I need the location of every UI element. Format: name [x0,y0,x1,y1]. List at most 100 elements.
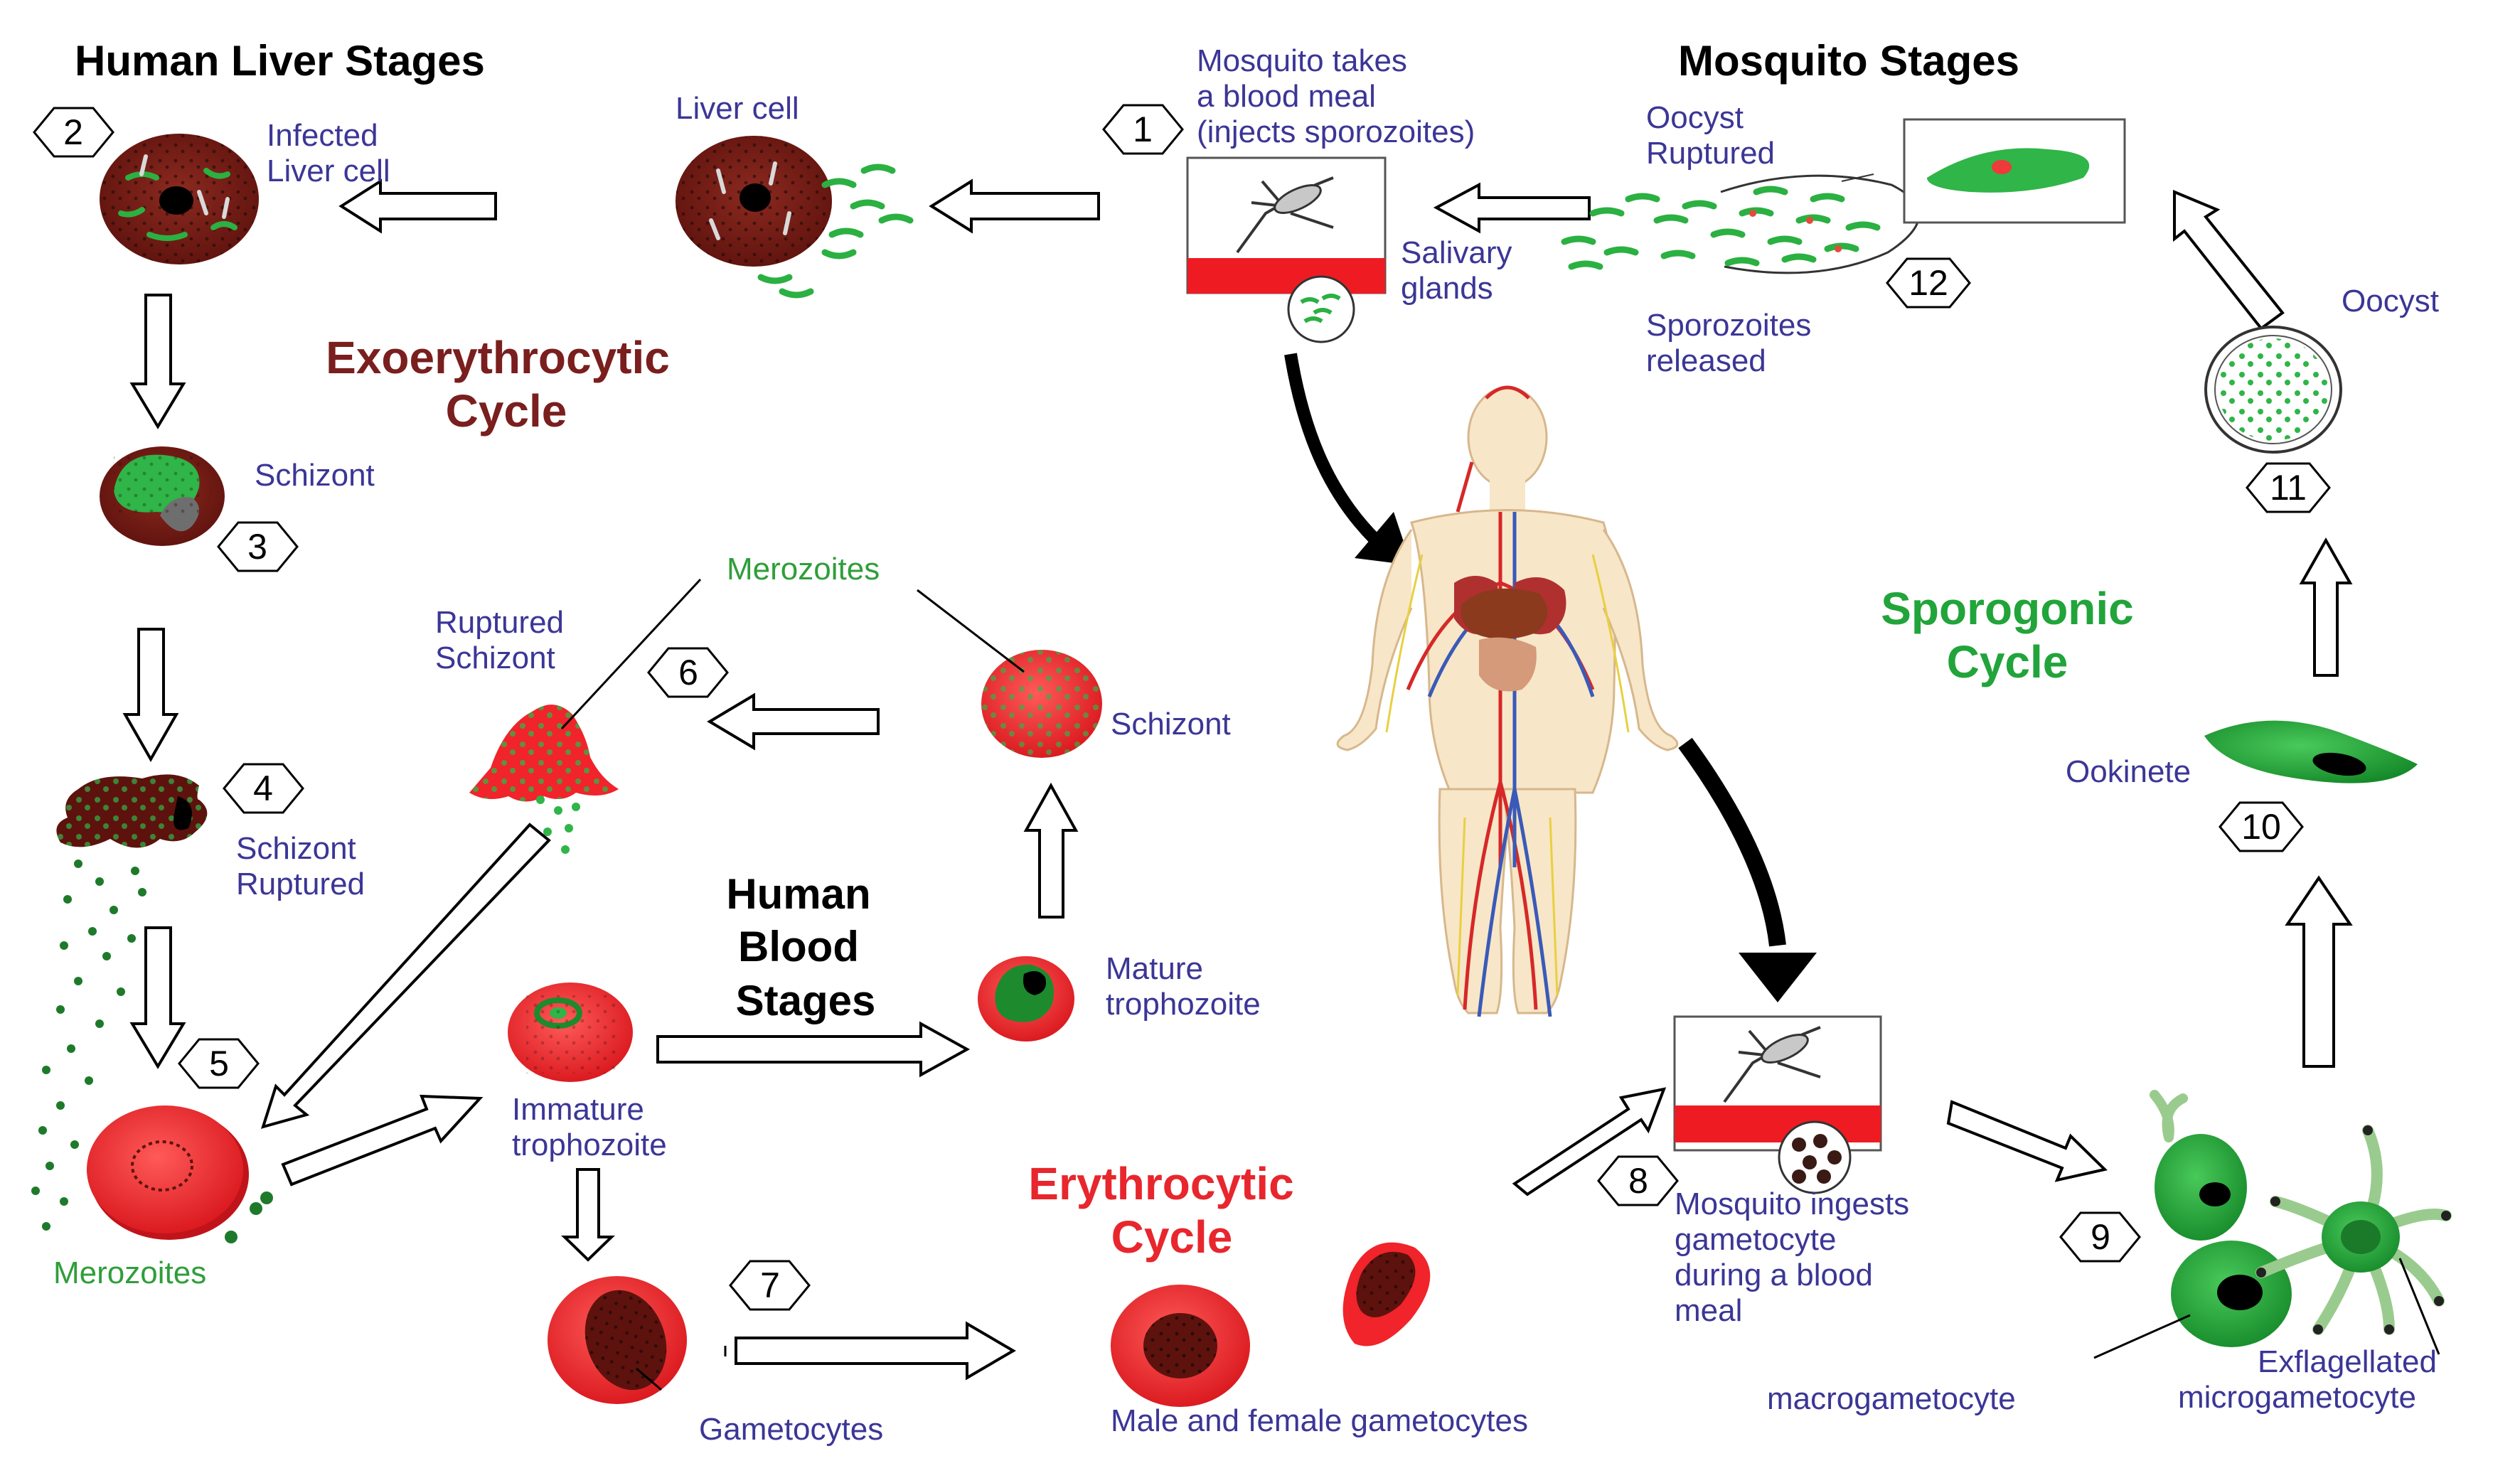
svg-text:1: 1 [1133,109,1153,149]
arrow-12-to-salivary [1433,182,1591,234]
arrow-schizont-to-6 [707,692,880,751]
step-2: 2 [33,107,114,158]
spo-cycle-title-line2: Cycle [1947,636,2068,687]
pointer-lines [560,578,2440,1391]
step-7: 7 [729,1260,811,1311]
svg-text:Oocyst: Oocyst [1646,100,1744,135]
arrow-7-to-gametocytes [735,1321,1016,1381]
arrow-11-to-12 [2173,190,2285,331]
label-male-female-gametocytes: Male and female gametocytes [1111,1403,1528,1438]
arrow-5-to-immature [281,1094,484,1187]
svg-text:Ruptured: Ruptured [1646,136,1775,171]
label-sporozoites-released: Sporozoites released [1646,308,1811,378]
label-schizont-blood: Schizont [1111,707,1231,741]
svg-text:Infected: Infected [267,118,378,153]
header-mosquito-stages: Mosquito Stages [1678,37,2019,85]
mature-trophozoite [978,956,1074,1041]
schizont-blood [981,650,1102,758]
svg-text:12: 12 [1908,263,1948,303]
label-mosquito-meal: Mosquito takes a blood meal (injects spo… [1197,43,1475,149]
schizont-liver [100,446,225,546]
label-schizont-ruptured: Schizont Ruptured [236,831,365,901]
step-8: 8 [1597,1155,1679,1206]
arrow-6-to-5 [260,823,551,1129]
label-mature-trophozoite: Mature trophozoite [1106,951,1261,1022]
svg-text:Exflagellated: Exflagellated [2258,1344,2437,1379]
header-blood-stages-line2: Blood [738,923,859,970]
svg-text:Immature: Immature [512,1092,644,1127]
svg-text:meal: meal [1675,1293,1742,1328]
header-blood-stages-line3: Stages [736,977,876,1024]
arrow-mature-to-schizont [1023,782,1079,919]
infected-liver-cell [100,134,259,264]
svg-text:(injects sporozoites): (injects sporozoites) [1197,114,1475,149]
svg-text:Schizont: Schizont [435,641,555,675]
svg-text:Sporozoites: Sporozoites [1646,308,1811,343]
svg-text:Ruptured: Ruptured [435,605,564,640]
arrow-2-to-3 [129,294,186,429]
merozoites-cloud-left [31,860,273,1243]
step-5: 5 [178,1038,260,1089]
arrow-to-8 [1512,1087,1667,1196]
step-6: 6 [647,647,729,698]
ookinete-cell [2204,720,2418,783]
label-oocyst: Oocyst [2342,284,2439,318]
label-salivary-glands: Salivary glands [1401,235,1512,306]
label-merozoites-bottom: Merozoites [53,1255,206,1290]
label-liver-cell: Liver cell [676,91,799,126]
step-11: 11 [2246,462,2331,513]
arrow-human-to-mosquito [1678,737,1817,1002]
label-gametocytes: Gametocytes [699,1412,883,1447]
oocyst-ruptured-panel [1903,118,2126,224]
human-body-figure [1336,385,1679,1017]
ery-cycle-title-line2: Cycle [1111,1211,1233,1263]
infected-rbc-merozoite-entry [87,1105,249,1240]
svg-text:trophozoite: trophozoite [1106,987,1261,1022]
step-3: 3 [217,521,299,572]
label-immature-trophozoite: Immature trophozoite [512,1092,667,1162]
label-infected-liver-cell: Infected Liver cell [267,118,390,188]
svg-text:trophozoite: trophozoite [512,1128,667,1162]
label-ruptured-schizont: Ruptured Schizont [435,605,564,675]
male-gametocyte [1111,1285,1250,1407]
arrow-mosquito-to-human [1284,353,1411,565]
svg-text:Schizont: Schizont [236,831,356,866]
label-merozoites-top: Merozoites [727,552,880,587]
svg-text:released: released [1646,343,1766,378]
label-oocyst-ruptured: Oocyst Ruptured [1646,100,1775,171]
female-gametocyte [1342,1242,1431,1346]
label-schizont-liver: Schizont [255,458,375,493]
arrow-1-to-liver-cell [929,178,1100,234]
step-1: 1 [1102,104,1184,155]
step-9: 9 [2059,1211,2141,1263]
step-10: 10 [2219,801,2304,852]
header-liver-stages: Human Liver Stages [75,37,485,85]
label-microgametocyte: Exflagellated microgametocyte [2178,1344,2437,1415]
svg-text:a blood meal: a blood meal [1197,79,1376,114]
step-12: 12 [1886,257,1971,309]
arrow-immature-to-mature [656,1021,971,1078]
svg-text:9: 9 [2091,1217,2110,1257]
svg-text:Mosquito takes: Mosquito takes [1197,43,1407,78]
svg-text:8: 8 [1628,1161,1648,1201]
macrogametocyte-cell [2171,1241,2292,1347]
liver-cell [676,136,832,267]
arrow-3-to-4 [122,628,179,763]
svg-text:Mosquito ingests: Mosquito ingests [1675,1187,1909,1221]
svg-text:4: 4 [253,769,273,808]
arrow-8-to-9 [1946,1100,2108,1182]
mosquito-bite-panel-bottom [1673,1015,1882,1194]
svg-text:Mature: Mature [1106,951,1203,986]
arrow-immature-to-7 [561,1168,615,1262]
svg-text:11: 11 [2270,468,2307,508]
label-ookinete: Ookinete [2066,754,2191,789]
arrow-10-to-11 [2299,537,2353,677]
svg-text:10: 10 [2241,807,2281,847]
small-gametocyte-cell [2150,1090,2247,1241]
svg-text:Liver cell: Liver cell [267,154,390,188]
svg-text:gametocyte: gametocyte [1675,1222,1836,1257]
arrow-4-to-5 [129,926,186,1069]
arrow-9-to-10 [2285,875,2353,1068]
mosquito-bite-panel-top [1186,156,1387,343]
